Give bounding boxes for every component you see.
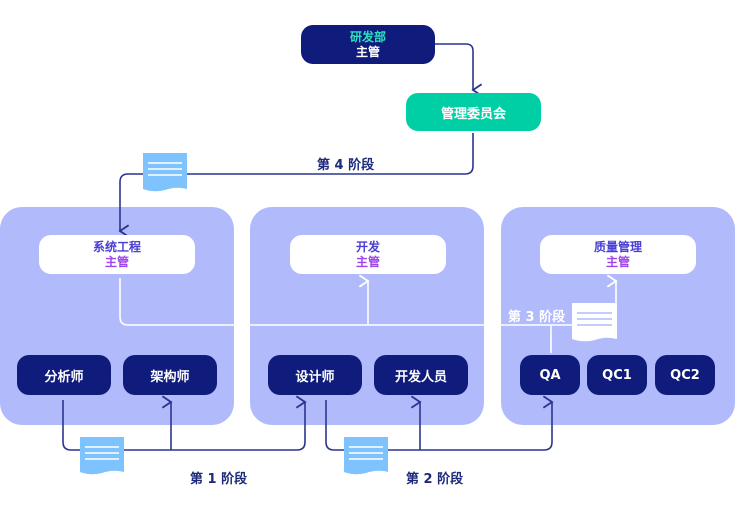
- node-qc2[interactable]: QC2: [655, 355, 715, 395]
- connector-stage-2: [325, 400, 552, 451]
- stage-4-label: 第 4 阶段: [317, 158, 375, 173]
- stage-2-label: 第 2 阶段: [406, 472, 464, 487]
- node-title: 管理委员会: [440, 106, 506, 122]
- supervisor-development[interactable]: 开发主管: [290, 235, 446, 274]
- node-developer[interactable]: 开发人员: [374, 355, 468, 395]
- supervisor-systems-engineering[interactable]: 系统工程主管: [39, 235, 195, 274]
- document-icon-stage-1: [80, 437, 124, 475]
- node-title: 开发: [355, 239, 380, 254]
- document-icon-stage-2: [344, 437, 388, 475]
- committee-node[interactable]: 管理委员会: [406, 93, 541, 131]
- node-subtitle: 主管: [355, 254, 380, 269]
- node-subtitle: 主管: [104, 254, 129, 269]
- node-subtitle: 主管: [355, 44, 380, 59]
- document-icon-stage-4: [143, 153, 187, 192]
- node-title: 研发部: [349, 29, 386, 44]
- node-title: 质量管理: [593, 239, 642, 254]
- connector-stage-1: [62, 400, 305, 451]
- node-designer[interactable]: 设计师: [268, 355, 362, 395]
- connector-stage-4: [120, 133, 474, 231]
- node-analyst[interactable]: 分析师: [17, 355, 111, 395]
- rd-department-node[interactable]: 研发部 主管: [301, 25, 435, 64]
- node-architect[interactable]: 架构师: [123, 355, 217, 395]
- document-icon-stage-3: [572, 303, 617, 342]
- connector-top-to-committee: [435, 43, 473, 90]
- supervisor-quality-management[interactable]: 质量管理主管: [540, 235, 696, 274]
- stage-3-label: 第 3 阶段: [508, 310, 566, 325]
- node-qa[interactable]: QA: [520, 355, 580, 395]
- stage-1-label: 第 1 阶段: [190, 472, 248, 487]
- node-title: 系统工程: [92, 239, 141, 254]
- node-qc1[interactable]: QC1: [587, 355, 647, 395]
- node-subtitle: 主管: [605, 254, 630, 269]
